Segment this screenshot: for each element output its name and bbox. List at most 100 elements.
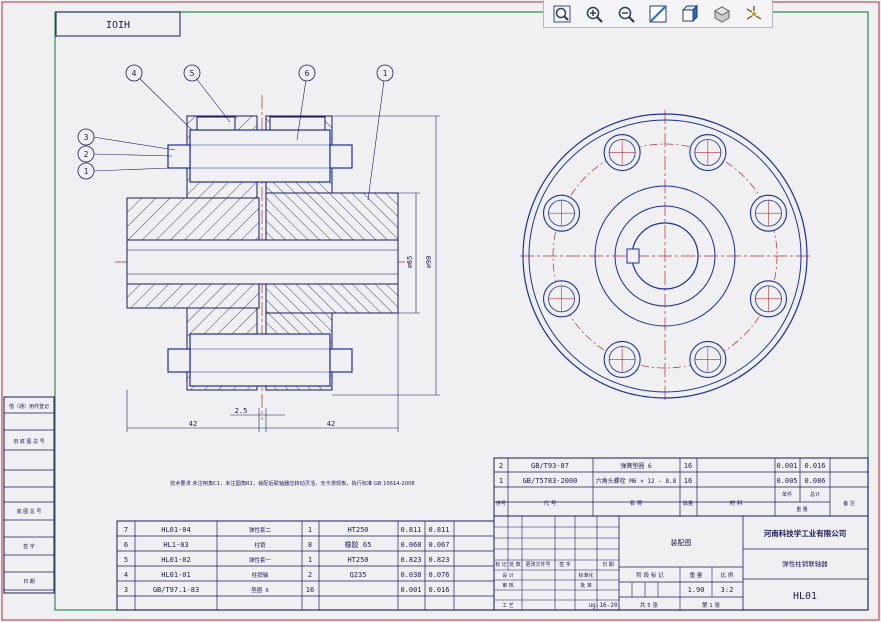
- bom-cell-code: GB/T93-87: [531, 462, 569, 470]
- pin-hole: [603, 340, 641, 379]
- bom-cell-unit: 0.001: [400, 586, 421, 594]
- bom-cell-qty: 16: [684, 477, 692, 485]
- bom-cell-mat: Q235: [350, 571, 367, 579]
- svg-text:签 字: 签 字: [23, 543, 35, 550]
- bom-cell-code: HL1-03: [163, 541, 188, 549]
- zoom-out-icon: [618, 6, 635, 23]
- bom-cell-no: 3: [124, 586, 128, 594]
- zoom-in-icon: [586, 6, 603, 23]
- shaded-view-button[interactable]: [708, 2, 736, 26]
- dim-gap: 2.5: [235, 407, 248, 415]
- svg-text:总计: 总计: [810, 491, 820, 498]
- svg-text:2: 2: [84, 150, 89, 159]
- sketch-icon: [649, 5, 667, 22]
- bom-cell-no: 2: [499, 462, 503, 470]
- bom-cell-code: HL01-02: [161, 556, 191, 564]
- svg-text:数量: 数量: [683, 500, 693, 507]
- bom-cell-total: 0.067: [428, 541, 449, 549]
- bom-cell-qty: 16: [306, 586, 314, 594]
- svg-text:1: 1: [383, 69, 388, 78]
- zoom-fit-button[interactable]: [548, 2, 576, 26]
- bom-cell-mat: 橡胶 65: [345, 540, 372, 549]
- corner-label: IOIH: [106, 20, 130, 31]
- bom-cell-qty: 1: [308, 526, 312, 534]
- svg-text:名 称: 名 称: [630, 499, 643, 507]
- bom-cell-total: 0.811: [428, 526, 449, 534]
- bom-row: 3 GB/T97.1-83 垫圈 6 16 0.001 0.016: [124, 586, 450, 594]
- bom-cell-unit: 0.001: [776, 462, 797, 470]
- dim-d65: ⌀65: [406, 256, 414, 269]
- explode-button[interactable]: [740, 2, 768, 26]
- bom-cell-code: HL01-04: [161, 526, 191, 534]
- pin-hole: [542, 280, 581, 318]
- bom-cell-unit: 0.823: [400, 556, 421, 564]
- bom-cell-name: 弹性套二: [249, 526, 272, 534]
- dim-left-len: 42: [189, 420, 197, 428]
- svg-text:签 字: 签 字: [559, 561, 571, 568]
- svg-text:旧 底 图 总 号: 旧 底 图 总 号: [13, 438, 44, 445]
- balloon-5: [183, 64, 201, 82]
- bom-cell-total: 0.016: [804, 462, 825, 470]
- box-view-button[interactable]: [676, 2, 704, 26]
- zoom-in-button[interactable]: [580, 2, 608, 26]
- company-name: 河南科技学工业有限公司: [764, 528, 847, 538]
- balloon-2: [77, 145, 95, 163]
- sketch-button[interactable]: [644, 2, 672, 26]
- dim-d90: ⌀90: [425, 256, 433, 269]
- explode-icon: [746, 5, 762, 20]
- bom-cell-mat: HT250: [347, 526, 368, 534]
- svg-text:4: 4: [132, 69, 137, 78]
- bom-cell-no: 4: [124, 571, 128, 579]
- shaded-view-icon: [713, 5, 731, 23]
- outer-rim: [522, 113, 808, 399]
- lower-pin: [189, 333, 331, 387]
- drawing-type: 装配图: [671, 538, 692, 547]
- pin-hole: [603, 133, 641, 172]
- svg-text:3: 3: [84, 133, 89, 142]
- date-value: ug-16-20: [589, 602, 618, 609]
- total-sheets: 共 5 张: [640, 601, 658, 609]
- balloon-6: [298, 64, 316, 82]
- bom-cell-code: GB/T5783-2000: [523, 477, 578, 485]
- svg-text:审 核: 审 核: [502, 582, 514, 589]
- bom-cell-unit: 0.068: [400, 541, 421, 549]
- zoom-out-button[interactable]: [612, 2, 640, 26]
- sheet-inner-border: [54, 11, 869, 611]
- svg-text:代 号: 代 号: [544, 499, 557, 507]
- balloon-1: [376, 64, 394, 82]
- svg-text:6: 6: [305, 69, 310, 78]
- bom-cell-total: 0.823: [428, 556, 449, 564]
- balloon-4: [125, 64, 143, 82]
- svg-text:材 料: 材 料: [730, 499, 743, 507]
- svg-text:备 注: 备 注: [843, 500, 855, 507]
- pin-holes: [542, 133, 788, 379]
- svg-text:序号: 序号: [496, 500, 506, 507]
- pin-hole: [749, 194, 788, 232]
- svg-text:设 计: 设 计: [502, 572, 514, 579]
- svg-text:单件: 单件: [782, 491, 792, 498]
- bom-cell-total: 0.016: [428, 586, 449, 594]
- bom-cell-name: 柱销轴: [252, 571, 269, 579]
- bom-cell-unit: 0.811: [400, 526, 421, 534]
- svg-text:标 记: 标 记: [495, 561, 507, 568]
- drawing-number: HL01: [793, 591, 817, 602]
- bom-cell-name: 垫圈 6: [251, 586, 269, 594]
- bom-cell-code: GB/T97.1-83: [153, 586, 199, 594]
- bom-cell-mat: HT250: [347, 556, 368, 564]
- bom-cell-total: 0.076: [428, 571, 449, 579]
- bom-cell-name: 六角头螺栓 M6 × 12 - 8.8: [596, 477, 677, 485]
- product-name: 弹性柱销联轴器: [782, 559, 828, 568]
- keyway: [626, 248, 640, 264]
- bom-cell-name: 弹性套一: [249, 556, 272, 564]
- pin-hole: [749, 280, 788, 318]
- pin-hole: [689, 133, 727, 172]
- bom-cell-unit: 0.038: [400, 571, 421, 579]
- bom-cell-qty: 2: [308, 571, 312, 579]
